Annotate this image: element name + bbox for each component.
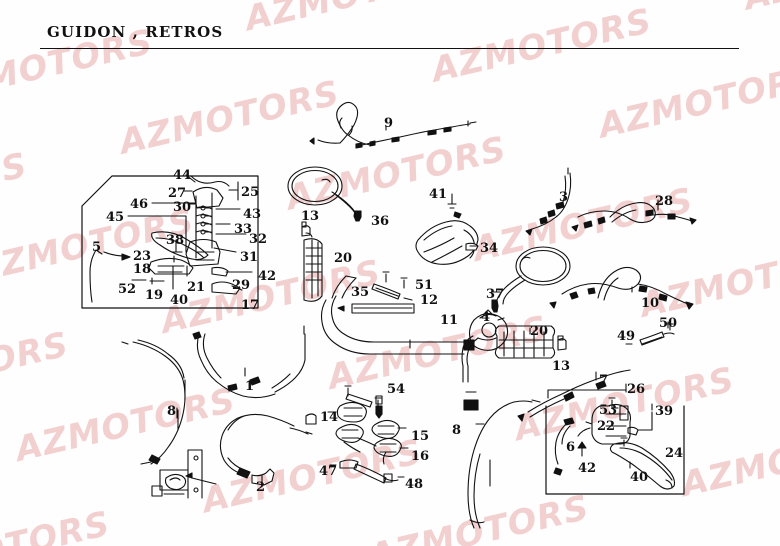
- callout-36: 36: [371, 214, 390, 229]
- callout-42: 42: [578, 461, 597, 476]
- callout-23: 23: [133, 249, 152, 264]
- callout-1: 1: [245, 379, 255, 394]
- callout-8: 8: [167, 404, 177, 419]
- callout-30: 30: [173, 200, 192, 215]
- callout-32: 32: [249, 232, 268, 247]
- callout-7: 7: [599, 373, 609, 388]
- callout-9: 9: [384, 116, 394, 131]
- callout-50: 50: [659, 316, 678, 331]
- callout-8: 8: [452, 423, 462, 438]
- callout-22: 22: [597, 419, 616, 434]
- callout-44: 44: [173, 168, 192, 183]
- callout-20: 20: [334, 251, 353, 266]
- callout-10: 10: [641, 296, 660, 311]
- callout-46: 46: [130, 197, 149, 212]
- left-control-assembly-panel: [81, 174, 259, 309]
- callout-27: 27: [168, 186, 187, 201]
- callout-29: 29: [232, 278, 251, 293]
- callout-16: 16: [411, 449, 430, 464]
- callout-13: 13: [552, 359, 571, 374]
- callout-45: 45: [106, 210, 125, 225]
- callout-40: 40: [630, 470, 649, 485]
- callout-49: 49: [617, 329, 636, 344]
- callout-31: 31: [240, 250, 259, 265]
- mirror-left: [287, 166, 362, 222]
- callout-54: 54: [387, 382, 406, 397]
- callout-43: 43: [243, 207, 262, 222]
- mount-bracket: [151, 449, 203, 499]
- cable-part-3: [525, 167, 572, 236]
- callout-41: 41: [429, 187, 448, 202]
- callout-2: 2: [256, 480, 266, 495]
- callout-33: 33: [234, 222, 253, 237]
- callout-3: 3: [559, 190, 569, 205]
- mirror-right: [491, 246, 571, 313]
- callout-20: 20: [530, 324, 549, 339]
- callout-15: 15: [411, 429, 430, 444]
- callout-47: 47: [319, 464, 338, 479]
- callout-37: 37: [486, 287, 505, 302]
- callout-24: 24: [665, 446, 684, 461]
- cable-part-2: [185, 413, 313, 487]
- callout-28: 28: [655, 194, 674, 209]
- callout-39: 39: [655, 404, 674, 419]
- callout-6: 6: [566, 440, 576, 455]
- callout-5: 5: [92, 240, 102, 255]
- title-block: GUIDON , RETROS: [0, 0, 780, 56]
- callout-11: 11: [440, 313, 459, 328]
- callout-18: 18: [133, 262, 152, 277]
- callout-42: 42: [258, 269, 277, 284]
- callout-26: 26: [627, 382, 646, 397]
- callout-21: 21: [187, 280, 206, 295]
- bracket-part-34: [415, 193, 479, 265]
- callout-12: 12: [420, 293, 439, 308]
- callout-40: 40: [170, 293, 189, 308]
- right-brake-lever-panel: [545, 383, 685, 495]
- callout-48: 48: [405, 477, 424, 492]
- cable-part-1: [192, 325, 306, 399]
- callout-38: 38: [166, 233, 185, 248]
- callout-34: 34: [480, 241, 499, 256]
- callout-51: 51: [415, 278, 434, 293]
- page-title: GUIDON , RETROS: [47, 23, 224, 41]
- callout-13: 13: [301, 209, 320, 224]
- callout-35: 35: [351, 285, 370, 300]
- callout-17: 17: [241, 298, 260, 313]
- cable-part-8-left: [121, 339, 186, 465]
- grip-right: [494, 325, 567, 359]
- cable-part-10: [549, 266, 694, 310]
- small-hardware-group: [305, 385, 409, 484]
- grip-left: [301, 221, 323, 302]
- cable-part-28: [571, 199, 697, 232]
- title-underline: [40, 48, 739, 49]
- callout-52: 52: [118, 282, 137, 297]
- cable-part-8-right: [467, 399, 541, 529]
- handlebar: [320, 271, 475, 355]
- rod-part-49: [625, 321, 675, 346]
- cable-part-7: [517, 369, 631, 422]
- callout-25: 25: [241, 185, 260, 200]
- callout-4: 4: [481, 310, 491, 325]
- callout-14: 14: [320, 410, 339, 425]
- cable-part-9: [309, 101, 477, 149]
- switch-housing-right: [461, 309, 509, 411]
- callout-53: 53: [599, 403, 618, 418]
- callout-19: 19: [145, 288, 164, 303]
